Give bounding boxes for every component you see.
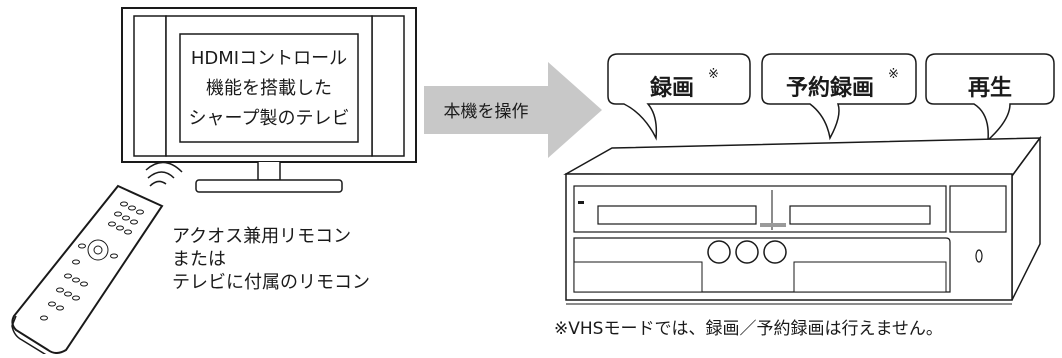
dvd-tray [597, 205, 757, 225]
remote-button [72, 295, 80, 301]
tv-screen-line-1: HDMIコントロール [191, 48, 347, 69]
signal-wave-1 [149, 180, 167, 187]
remote-button [80, 281, 88, 287]
bubble-play-label: 再生 [968, 76, 1012, 101]
remote-button [72, 277, 80, 283]
tv-right-speaker [371, 15, 405, 157]
remote-button [124, 229, 132, 235]
tv-left-speaker [133, 15, 167, 157]
power-led [578, 201, 584, 204]
remote-dpad [87, 239, 109, 261]
remote-edge [11, 315, 49, 357]
remote-button [136, 209, 144, 215]
footnote: ※VHSモードでは、録画／予約録画は行えません。 [554, 319, 943, 339]
signal-wave-3 [145, 161, 183, 173]
remote-caption-line-3: テレビに付属のリモコン [172, 272, 370, 293]
remote-dpad-center [93, 245, 103, 255]
tv-screen-line-3: シャープ製のテレビ [189, 108, 350, 129]
remote-button [116, 225, 124, 231]
remote-button [110, 253, 118, 259]
bubble-timer-record-label: 予約録画 [786, 75, 874, 101]
front-door-right [793, 261, 947, 293]
remote-caption: アクオス兼用リモコン または テレビに付属のリモコン [172, 226, 370, 293]
remote-button [128, 205, 136, 211]
bubble-timer-record-mark: ※ [888, 67, 899, 82]
remote-button [72, 259, 80, 265]
remote-button [78, 243, 86, 249]
recorder-display-panel [949, 185, 1007, 233]
center-indicator [760, 223, 786, 227]
recorder-illustration [563, 135, 1042, 305]
remote-button [64, 273, 72, 279]
remote-button [114, 211, 122, 217]
bubble-play: 再生 [925, 53, 1055, 142]
front-button-1 [707, 240, 731, 264]
front-button-2 [735, 240, 759, 264]
operation-arrow: 本機を操作 [424, 62, 602, 158]
remote-button [40, 315, 48, 321]
signal-wave-2 [147, 171, 175, 179]
remote-buttons [40, 201, 144, 321]
front-button-3 [763, 240, 787, 264]
remote-button [108, 221, 116, 227]
remote-body [11, 184, 164, 354]
tv-stand-neck [257, 162, 281, 181]
arrow-shape [424, 62, 602, 158]
remote-caption-line-2: または [172, 249, 226, 270]
bubble-timer-record: 予約録画 ※ [761, 53, 917, 141]
remote-button [56, 287, 64, 293]
bubble-record-label: 録画 [650, 75, 694, 101]
tv-screen-line-2: 機能を搭載した [206, 78, 332, 99]
bubble-record: 録画 ※ [607, 53, 751, 141]
bubble-record-shape [607, 53, 751, 141]
remote-caption-line-1: アクオス兼用リモコン [172, 226, 351, 247]
remote-button [56, 305, 64, 311]
remote-button [64, 291, 72, 297]
recorder-top [563, 137, 1042, 177]
arrow-label: 本機を操作 [444, 102, 529, 122]
tv-stand-base [195, 179, 343, 193]
remote-button [130, 219, 138, 225]
remote-button [122, 215, 130, 221]
vhs-slot [789, 205, 931, 225]
tv-screen-label-box [179, 33, 359, 143]
bubble-timer-record-shape [761, 53, 917, 141]
remote-button [120, 201, 128, 207]
bubble-record-mark: ※ [708, 67, 719, 82]
tv-illustration: HDMIコントロール 機能を搭載した シャープ製のテレビ [121, 7, 417, 193]
remote-illustration [11, 161, 183, 357]
side-jack [975, 249, 983, 263]
remote-button [48, 301, 56, 307]
front-door-left [573, 261, 703, 293]
